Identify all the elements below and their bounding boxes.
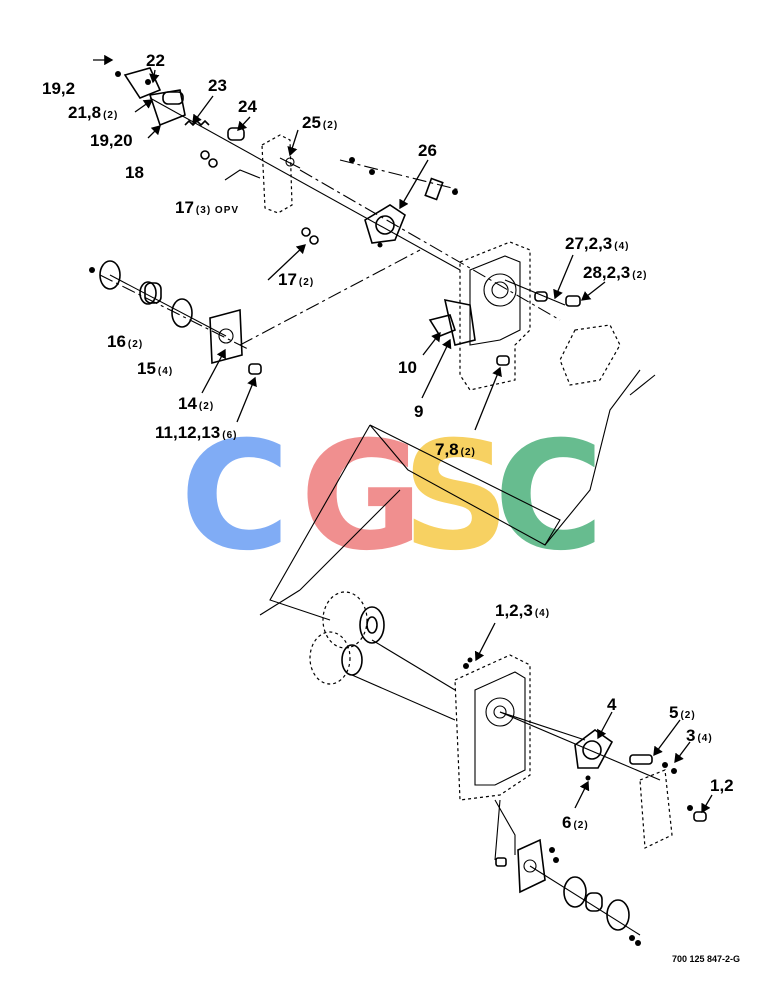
bottom-shaft-assembly <box>494 799 641 946</box>
spring <box>184 119 245 141</box>
callout-label: 19,20 <box>90 131 133 150</box>
callout-label: 3(4) <box>686 726 713 745</box>
lower-pulleys <box>309 591 456 721</box>
callout-label: 14(2) <box>178 394 214 413</box>
callout-label: 25(2) <box>302 113 338 132</box>
callout-label: 23 <box>208 76 227 95</box>
callout-label: 22 <box>146 51 165 70</box>
left-shaft-assembly <box>89 260 262 375</box>
bearing-flange-4 <box>574 729 677 781</box>
callout-label: 17(2) <box>278 270 314 289</box>
callout-label: 21,8(2) <box>68 103 118 122</box>
watermark: C G S C <box>180 410 604 584</box>
callout-label: 10 <box>398 358 417 377</box>
watermark-letter-c2: C <box>494 410 604 584</box>
callout-label: 1,2,3(4) <box>495 601 550 620</box>
leader-lines <box>93 54 713 814</box>
callout-label: 1,2 <box>710 776 734 795</box>
callout-label: 18 <box>125 163 144 182</box>
callout-label: 5(2) <box>669 703 696 722</box>
callout-label: 28,2,3(2) <box>583 263 648 282</box>
callout-label: 7,8(2) <box>435 440 476 459</box>
callout-label: 9 <box>414 402 423 421</box>
callout-label: 15(4) <box>137 359 173 378</box>
upper-left-bracket <box>115 67 186 127</box>
lever-parts <box>428 279 581 366</box>
callout-label: 16(2) <box>107 332 143 351</box>
parts-artwork <box>89 67 707 946</box>
callout-label: 6(2) <box>562 813 589 832</box>
callout-label: 24 <box>238 97 257 116</box>
bearing-flange-26 <box>349 157 458 248</box>
upper-gearbox-housing <box>459 241 621 391</box>
figure-code: 700 125 847-2-G <box>672 954 740 964</box>
lower-gearbox-housing <box>454 654 661 801</box>
callout-label: 4 <box>607 695 617 714</box>
watermark-letter-s: S <box>402 410 510 584</box>
drive-chain-loop <box>259 369 656 621</box>
callout-label: 19,2 <box>42 79 75 98</box>
callout-label: 17(3) OPV <box>175 198 239 217</box>
washers-17 <box>200 150 319 245</box>
callout-labels: 19,2 22 21,8(2) 23 24 19,20 18 25(2) 26 … <box>42 51 734 832</box>
callout-label: 26 <box>418 141 437 160</box>
callout-label: 11,12,13(6) <box>155 423 237 442</box>
watermark-letter-c1: C <box>180 410 290 584</box>
spacer-plate <box>261 134 301 214</box>
callout-label: 27,2,3(4) <box>565 234 630 253</box>
lower-right-bracket <box>639 769 707 849</box>
